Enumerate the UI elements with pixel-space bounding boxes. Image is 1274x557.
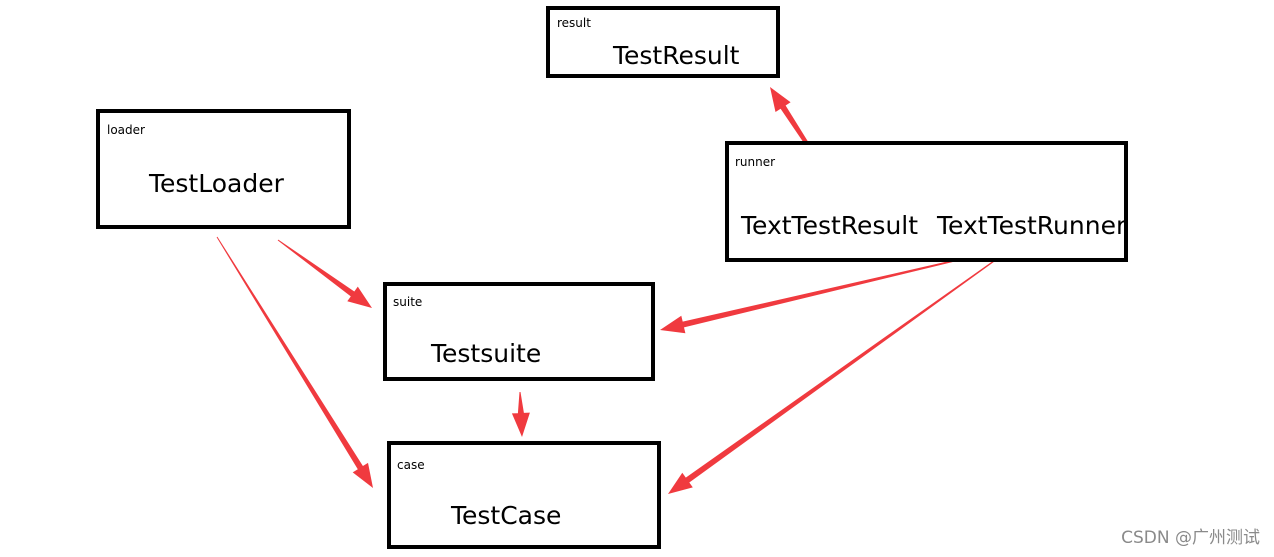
texttestrunner-label: TextTestRunner xyxy=(937,211,1127,240)
result-tag: result xyxy=(557,16,591,30)
arrow-runner-texttestrunner-to-suite xyxy=(660,249,1001,334)
arrow-loader-to-case xyxy=(216,236,373,488)
loader-box: loader TestLoader xyxy=(96,109,351,229)
runner-tag: runner xyxy=(735,155,776,169)
arrow-suite-to-case xyxy=(511,392,530,437)
runner-box: runner TextTestResult TextTestRunner xyxy=(725,141,1128,262)
testresult-label: TestResult xyxy=(613,41,740,70)
watermark: CSDN @广州测试 xyxy=(1121,528,1260,548)
result-box: result TestResult xyxy=(546,6,780,78)
arrow-runner-texttestrunner-to-case xyxy=(668,245,1016,494)
testcase-label: TestCase xyxy=(451,501,562,530)
suite-box: suite Testsuite xyxy=(383,282,655,381)
suite-tag: suite xyxy=(393,295,423,309)
loader-tag: loader xyxy=(107,123,145,137)
case-box: case TestCase xyxy=(387,441,661,549)
testloader-label: TestLoader xyxy=(149,169,284,198)
case-tag: case xyxy=(397,458,425,472)
testsuite-label: Testsuite xyxy=(431,339,542,368)
arrow-loader-to-suite xyxy=(277,239,372,308)
texttestresult-label: TextTestResult xyxy=(741,211,919,240)
